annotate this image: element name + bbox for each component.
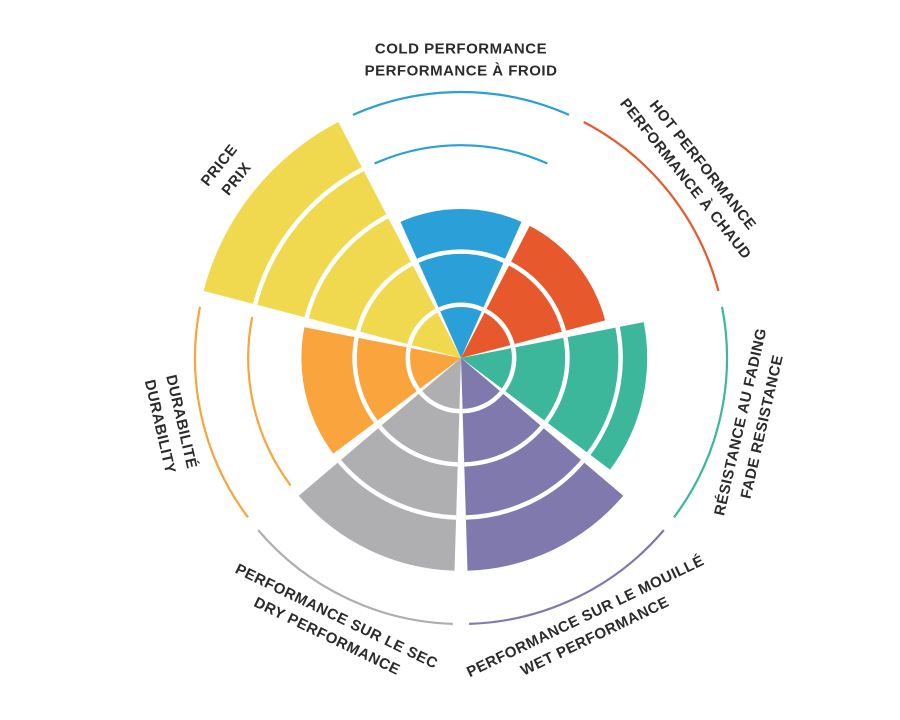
sector-dry-ring-separator	[418, 390, 460, 414]
sector-durability	[193, 306, 461, 519]
sector-cold-label-fr: PERFORMANCE À FROID	[365, 63, 558, 80]
sector-fade-ring-separator	[501, 347, 517, 392]
sector-price-wedge	[203, 121, 461, 358]
sector-hot	[461, 121, 720, 358]
sector-cold	[352, 90, 570, 358]
sector-durability-wedge	[301, 327, 461, 454]
sector-hot-ring-separator	[509, 261, 567, 332]
sector-cold-wedge	[400, 209, 522, 358]
sector-hot-label-fr: PERFORMANCE À CHAUD	[616, 95, 754, 262]
sector-fade-ring-separator	[586, 326, 623, 455]
sector-price-ring-separator	[252, 167, 364, 305]
sector-fade-ring-separator	[544, 337, 570, 424]
sector-wet-ring-separator	[465, 459, 585, 520]
sector-dry-wedge	[298, 358, 461, 571]
sector-wet-guide-arc	[469, 529, 665, 625]
sector-dry	[257, 358, 461, 625]
sector-fade	[461, 306, 729, 519]
sector-durability-ring-separator	[352, 337, 378, 424]
sector-cold-guide-arc	[374, 144, 548, 165]
sector-durability-guide-arc	[193, 306, 249, 519]
sector-price	[203, 121, 461, 358]
sector-cold-label: COLD PERFORMANCE PERFORMANCE À FROID	[365, 41, 558, 80]
sector-wet-wedge	[461, 358, 624, 571]
sector-cold-ring-separator	[438, 302, 484, 312]
sector-cold-label-en: COLD PERFORMANCE	[375, 41, 547, 58]
sector-wet-label-fr: PERFORMANCE SUR LE MOUILLÉ	[464, 552, 707, 681]
sector-hot-ring-separator	[484, 308, 515, 346]
sector-hot-wedge	[461, 225, 606, 358]
sector-wet	[461, 358, 665, 625]
sector-wet-ring-separator	[462, 390, 504, 414]
sector-dry-ring-separator	[337, 459, 457, 520]
sector-dry-ring-separator	[378, 425, 458, 467]
sector-durability-guide-arc	[247, 316, 292, 487]
sector-hot-guide-arc	[583, 121, 720, 292]
sector-cold-ring-separator	[416, 249, 506, 263]
sector-price-ring-separator	[304, 214, 389, 319]
sector-price-ring-separator	[355, 261, 413, 332]
sector-durability-ring-separator	[405, 347, 421, 392]
sector-fade-guide-arc	[673, 306, 729, 519]
sector-price-ring-separator	[407, 308, 438, 346]
sector-wet-ring-separator	[464, 425, 544, 467]
sector-dry-label-fr: PERFORMANCE SUR LE SEC	[232, 561, 440, 673]
sector-cold-guide-arc	[352, 90, 570, 116]
sector-dry-guide-arc	[257, 529, 453, 625]
